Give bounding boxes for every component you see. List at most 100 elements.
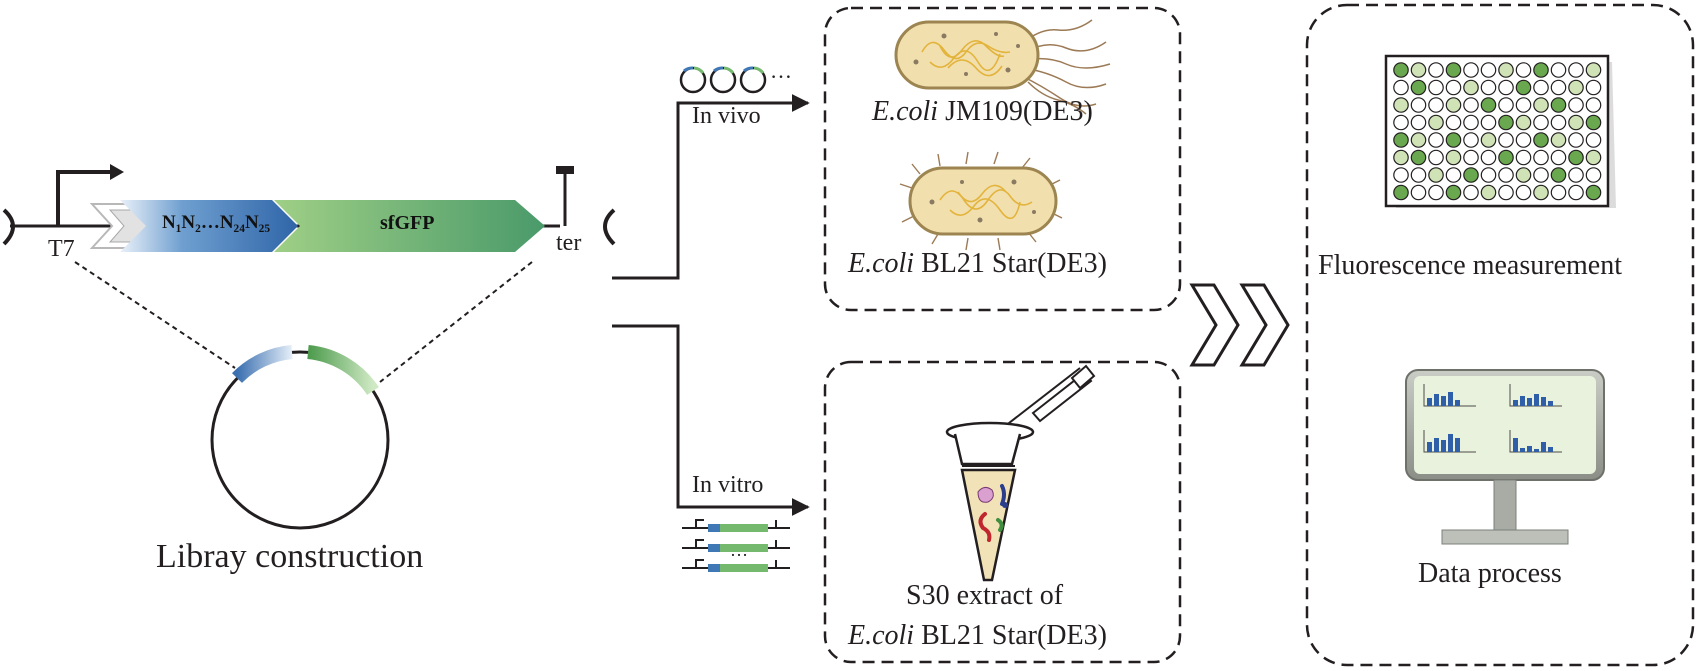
well [1515, 132, 1532, 148]
in-vitro-label: In vitro [692, 472, 764, 498]
well [1568, 149, 1584, 166]
well [1480, 167, 1497, 183]
well [1498, 62, 1514, 78]
sfgfp-block [274, 200, 545, 252]
sfgfp-label: sfGFP [380, 212, 435, 234]
well [1533, 62, 1549, 78]
mini-chart-bar [1455, 438, 1460, 452]
well [1515, 114, 1532, 131]
well [1585, 114, 1602, 131]
in-vitro-box [823, 360, 1182, 664]
well [1428, 167, 1444, 183]
well [1533, 97, 1549, 113]
plasmid-icon [210, 345, 390, 530]
mini-chart-bar [1434, 438, 1439, 452]
well [1428, 79, 1444, 96]
mini-chart-bar [1520, 448, 1525, 452]
fluorescence-label: Fluorescence measurement [1318, 250, 1622, 281]
well [1568, 97, 1584, 113]
well [1463, 149, 1479, 166]
well [1428, 97, 1444, 113]
well [1480, 97, 1497, 113]
well [1498, 79, 1514, 96]
well [1550, 114, 1567, 131]
well [1410, 184, 1427, 201]
well [1445, 62, 1462, 78]
well [1550, 167, 1567, 183]
well [1585, 132, 1602, 148]
s30-line1: S30 extract of [906, 580, 1064, 611]
well [1515, 79, 1532, 96]
well [1393, 97, 1409, 113]
well [1463, 132, 1479, 148]
host2-strain: BL21 Star(DE3) [914, 248, 1107, 279]
s30-species: E.coli [848, 620, 915, 651]
well [1498, 114, 1514, 131]
well [1550, 184, 1567, 201]
well [1393, 149, 1409, 166]
well [1410, 97, 1427, 113]
mini-chart-bar [1448, 434, 1453, 452]
random-region-label: N₁N₂…N₂₄N₂₅ [162, 212, 271, 233]
well [1585, 149, 1602, 166]
right-bracket [603, 208, 616, 246]
chevron-icon [1189, 283, 1290, 367]
well [1568, 167, 1584, 183]
well [1515, 97, 1532, 113]
well [1585, 79, 1602, 96]
promoter-icon [56, 164, 124, 226]
well [1463, 79, 1479, 96]
well [1480, 79, 1497, 96]
well [1568, 184, 1584, 201]
well [1428, 132, 1444, 148]
well [1410, 79, 1427, 96]
bacterium-icon [894, 19, 1111, 115]
library-caption: Libray construction [156, 538, 424, 575]
well [1480, 149, 1497, 166]
terminator-icon [556, 166, 574, 226]
linear-dna-icon [682, 519, 790, 572]
well [1550, 62, 1567, 78]
well [1550, 132, 1567, 148]
well [1410, 62, 1427, 78]
mini-chart-bar [1527, 446, 1532, 452]
mini-chart-bar [1441, 440, 1446, 452]
well [1585, 184, 1602, 201]
well [1515, 149, 1532, 166]
monitor-icon [1405, 369, 1605, 545]
zoom-line-right [379, 261, 533, 383]
mini-chart-bar [1427, 398, 1432, 406]
random-region-block [120, 200, 298, 252]
well [1410, 114, 1427, 131]
well [1498, 184, 1514, 201]
mini-chart-bar [1520, 396, 1525, 406]
well [1445, 184, 1462, 201]
well [1585, 167, 1602, 183]
well [1550, 149, 1567, 166]
linear-more-dots: … [730, 540, 748, 560]
well [1463, 62, 1479, 78]
readout-box [1305, 3, 1695, 667]
s30-strain: BL21 Star(DE3) [914, 620, 1107, 651]
plasmid-more-dots: … [770, 58, 792, 83]
mini-chart-bar [1434, 394, 1439, 406]
well [1498, 132, 1514, 148]
in-vivo-label: In vivo [692, 103, 761, 129]
host1-strain: JM109(DE3) [938, 96, 1093, 127]
left-bracket [2, 208, 15, 246]
tube-icon [945, 421, 1035, 582]
well [1445, 97, 1462, 113]
data-process-label: Data process [1418, 558, 1562, 589]
well [1410, 149, 1427, 166]
branch-lines [612, 94, 810, 516]
mini-chart-bar [1548, 401, 1553, 406]
well [1428, 62, 1444, 78]
well [1568, 79, 1584, 96]
well [1568, 62, 1584, 78]
well [1585, 62, 1602, 78]
mini-chart-bar [1548, 447, 1553, 452]
well [1480, 114, 1497, 131]
well [1428, 184, 1444, 201]
well [1585, 97, 1602, 113]
